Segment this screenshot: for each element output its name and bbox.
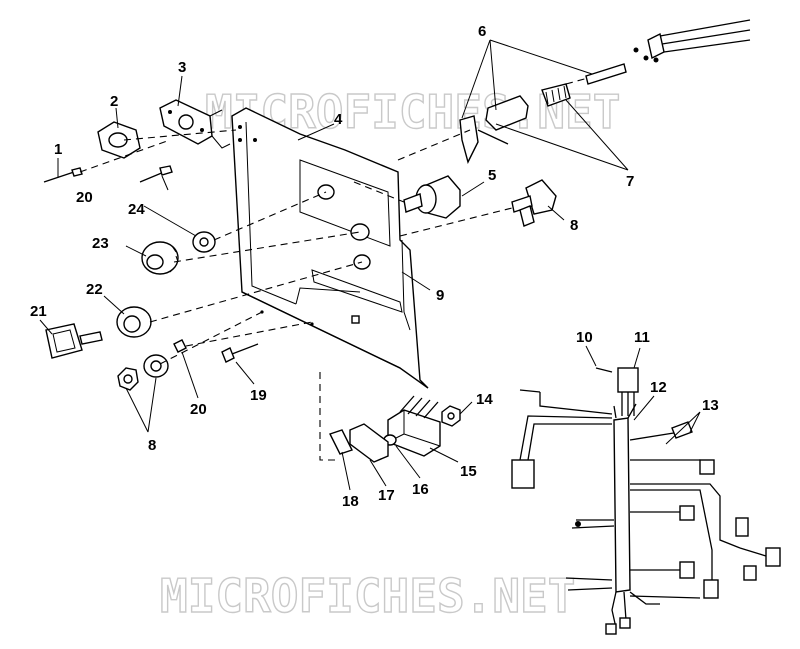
- callout-7: 7: [626, 173, 634, 190]
- screw-19: [221, 343, 259, 363]
- callout-labels: 1 2 3 4 5 6 7 8 8 9 10 11 12 13 14 15 16…: [30, 23, 719, 510]
- nut-23: [141, 241, 179, 275]
- callout-1: 1: [54, 141, 62, 158]
- callout-10: 10: [576, 329, 593, 346]
- callout-18: 18: [342, 493, 359, 510]
- callout-14: 14: [476, 391, 493, 408]
- wire-harness-top: [633, 19, 751, 63]
- ignition-key-21: [45, 323, 103, 359]
- callout-9: 9: [436, 287, 444, 304]
- switch-bezel: [97, 121, 141, 159]
- block-17: [349, 423, 389, 463]
- callout-24: 24: [128, 201, 145, 218]
- terminal-block-15: [387, 395, 441, 457]
- callout-8-nut: 8: [148, 437, 156, 454]
- callout-2: 2: [110, 93, 118, 110]
- screw-20-top: [139, 165, 173, 183]
- screw-1: [43, 167, 83, 183]
- callout-15: 15: [460, 463, 477, 480]
- watermark-bottom: MICROFICHES.NET: [160, 569, 575, 623]
- callout-8-toggle: 8: [570, 217, 578, 234]
- callout-12: 12: [650, 379, 667, 396]
- callout-13: 13: [702, 397, 719, 414]
- callout-19: 19: [250, 387, 267, 404]
- solenoid-7: [485, 63, 627, 131]
- screw-20-lower: [173, 339, 187, 353]
- toggle-switch-8: [511, 179, 557, 227]
- alignment-lines: [79, 77, 589, 461]
- nut-22: [116, 306, 152, 338]
- callout-3: 3: [178, 59, 186, 76]
- nut-14: [441, 405, 461, 427]
- lever-6: [459, 115, 509, 164]
- callout-20-top: 20: [76, 189, 93, 206]
- callout-22: 22: [86, 281, 103, 298]
- dash-panel: [231, 107, 429, 389]
- callout-16: 16: [412, 481, 429, 498]
- horn-5: [403, 175, 461, 219]
- washer-24: [192, 231, 216, 253]
- callout-11: 11: [634, 329, 650, 346]
- leader-lines: [39, 39, 701, 491]
- nut-8-lower: [117, 354, 169, 391]
- callout-4: 4: [334, 111, 343, 128]
- callout-5: 5: [488, 167, 496, 184]
- wiring-harness-12: [511, 367, 781, 635]
- bracket-18: [329, 429, 353, 455]
- callout-20-lower: 20: [190, 401, 207, 418]
- callout-6: 6: [478, 23, 486, 40]
- callout-21: 21: [30, 303, 47, 320]
- callout-17: 17: [378, 487, 395, 504]
- callout-23: 23: [92, 235, 109, 252]
